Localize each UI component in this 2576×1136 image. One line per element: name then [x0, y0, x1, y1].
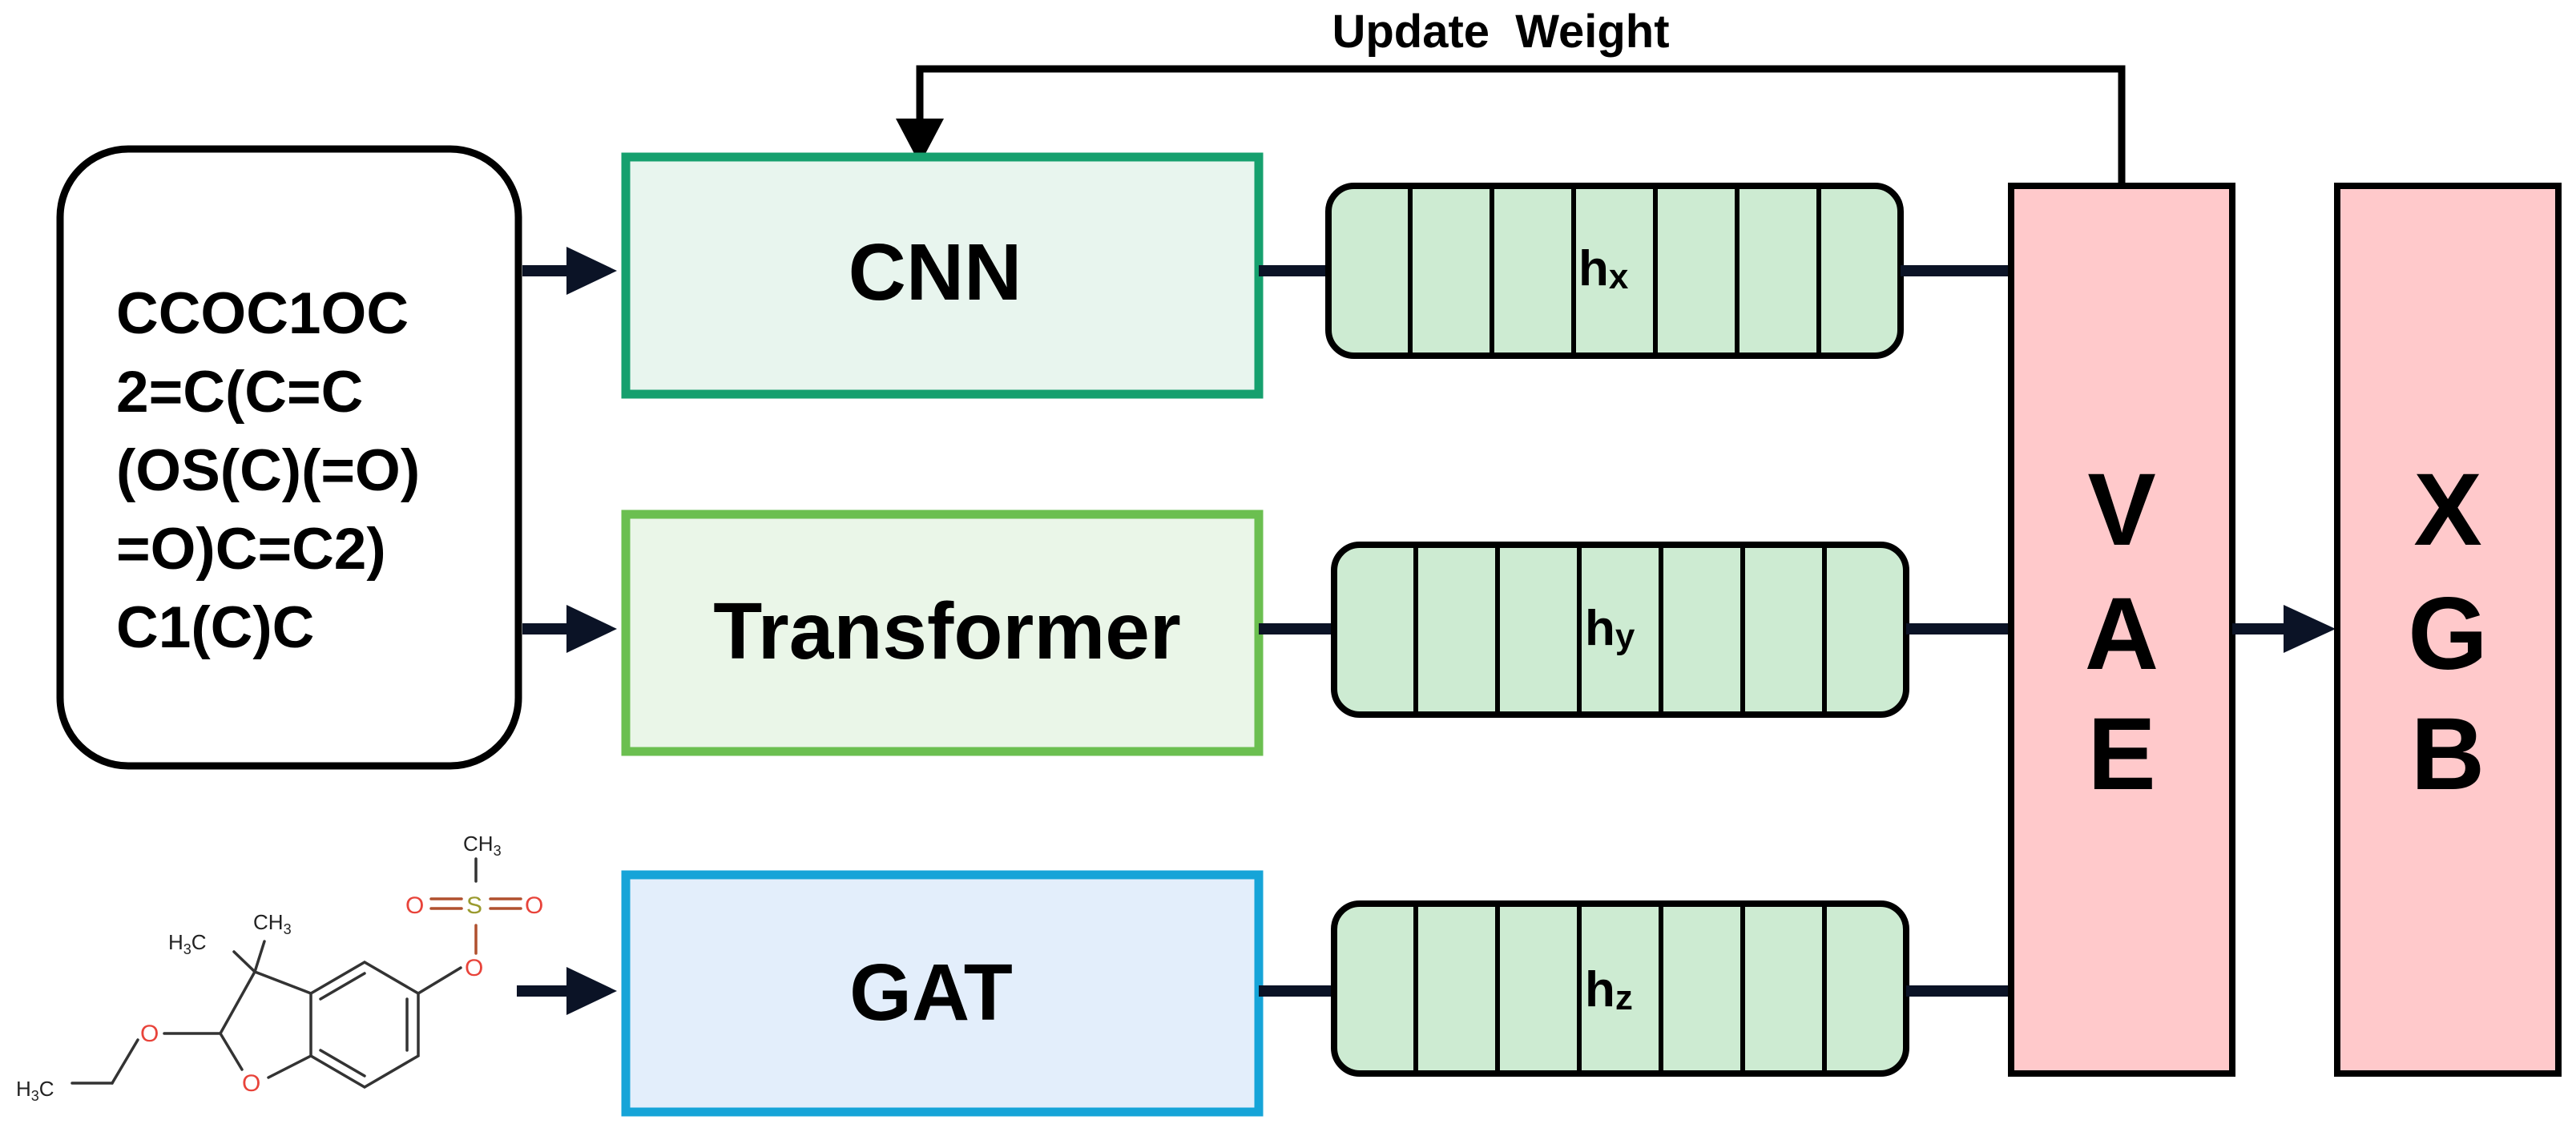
- transformer-label: Transformer: [713, 586, 1181, 676]
- bond-c3-h3c-left: [232, 950, 256, 973]
- arrow-vae-to-xgb: [2232, 605, 2336, 653]
- embedding-hy-label: hy: [1585, 601, 1635, 656]
- smiles-input-box: CCOC1OC 2=C(C=C (OS(C)(=O) =O)C=C2) C1(C…: [56, 145, 522, 770]
- feedback-line: [916, 65, 2126, 186]
- xgb-letter-x: X: [2413, 453, 2481, 567]
- embedding-hy-subscript: y: [1615, 617, 1635, 656]
- xgb-block: X G B: [2334, 183, 2562, 1077]
- update-weight-label: Update Weight: [1332, 6, 1669, 58]
- embedding-hz-dividers: [1413, 904, 1827, 1074]
- atom-o-sulfonate: O: [465, 955, 483, 981]
- xgb-letter-b: B: [2411, 697, 2485, 812]
- benzene-double-3: [319, 1049, 366, 1078]
- bond-c3-ring: [253, 970, 312, 995]
- embedding-hy: hy: [1331, 542, 1909, 718]
- vae-letter-a: A: [2085, 577, 2159, 691]
- embedding-to-vae-connectors: [1901, 265, 2013, 997]
- atom-h3c-bottom-h: H: [16, 1077, 31, 1101]
- vae-box: [2008, 183, 2235, 1077]
- atom-ch3-mid-c: CH: [253, 910, 284, 934]
- atom-h3c-bottom-sub: 3: [31, 1088, 39, 1104]
- bond-o-ring-benzene: [267, 1054, 312, 1079]
- embedding-hz-base: h: [1585, 962, 1615, 1017]
- smiles-line-3: (OS(C)(=O): [116, 438, 420, 503]
- arrow-molecule-to-gat-head: [566, 967, 617, 1015]
- bond-benzene-o-sulfonate: [417, 966, 462, 995]
- atom-h3c-left-h: H: [168, 930, 183, 954]
- atom-o-right: O: [525, 892, 543, 919]
- embedding-hx-subscript: x: [1609, 257, 1629, 296]
- smiles-line-2: 2=C(C=C: [116, 360, 363, 425]
- atom-ch3-top: CH3: [463, 832, 502, 859]
- encoder-to-embedding-connectors: [1259, 265, 1334, 997]
- molecule-atom-labels: CH3 S O O O CH3 H3C O O H3C: [16, 832, 543, 1104]
- xgb-letter-g: G: [2408, 577, 2488, 691]
- atom-s: S: [466, 892, 482, 919]
- cnn-encoder: CNN: [621, 152, 1264, 399]
- molecule-structure: [71, 857, 522, 1090]
- atom-ch3-mid-sub: 3: [284, 921, 292, 937]
- bond-c3-ch3-top: [253, 940, 266, 973]
- transformer-encoder: Transformer: [621, 510, 1264, 756]
- atom-o-ring: O: [242, 1070, 260, 1097]
- vae-letter-e: E: [2087, 697, 2155, 812]
- atom-ch3-mid: CH3: [253, 910, 292, 937]
- xgb-box: [2334, 183, 2562, 1077]
- atom-o-left: O: [405, 892, 424, 919]
- atom-h3c-left: H3C: [168, 930, 207, 957]
- cnn-label: CNN: [849, 228, 1022, 317]
- benzene-double-1: [319, 972, 366, 1001]
- embedding-hz-subscript: z: [1615, 978, 1633, 1017]
- gat-label: GAT: [849, 948, 1013, 1037]
- atom-h3c-left-c: C: [191, 930, 207, 954]
- vae-letter-v: V: [2087, 453, 2155, 567]
- gat-encoder: GAT: [621, 870, 1264, 1117]
- arrow-vae-to-xgb-head: [2284, 605, 2336, 653]
- input-arrows: [517, 247, 617, 1015]
- bond-o-ether-ch2: [111, 1038, 139, 1085]
- embedding-hy-dividers: [1413, 545, 1827, 715]
- embedding-hx: hx: [1325, 183, 1904, 359]
- smiles-box-border: [56, 145, 522, 770]
- atom-o-ether: O: [140, 1021, 159, 1047]
- benzene-ring: [309, 960, 420, 1090]
- update-weight-feedback: Update Weight: [896, 6, 2126, 186]
- arrow-smiles-to-transformer-head: [566, 605, 617, 653]
- smiles-line-5: C1(C)C: [116, 595, 314, 660]
- atom-h3c-bottom: H3C: [16, 1077, 54, 1104]
- embedding-hy-base: h: [1585, 601, 1615, 656]
- embedding-hz-label: hz: [1585, 962, 1633, 1017]
- bond-c2-o-ring: [219, 1032, 244, 1071]
- arrow-smiles-to-cnn-head: [566, 247, 617, 295]
- embedding-hx-dividers: [1408, 186, 1821, 356]
- feedback-arrowhead: [896, 119, 944, 164]
- atom-h3c-left-sub: 3: [183, 941, 191, 957]
- smiles-line-1: CCOC1OC: [116, 281, 409, 346]
- atom-ch3-top-sub: 3: [494, 843, 502, 859]
- embedding-hx-base: h: [1578, 241, 1609, 296]
- atom-h3c-bottom-c: C: [39, 1077, 54, 1101]
- vae-block: V A E: [2008, 183, 2235, 1077]
- bond-c3-c2: [219, 970, 256, 1035]
- embedding-hz: hz: [1331, 900, 1909, 1077]
- embedding-hx-label: hx: [1578, 241, 1629, 296]
- atom-ch3-top-c: CH: [463, 832, 494, 856]
- smiles-line-4: =O)C=C2): [116, 517, 386, 582]
